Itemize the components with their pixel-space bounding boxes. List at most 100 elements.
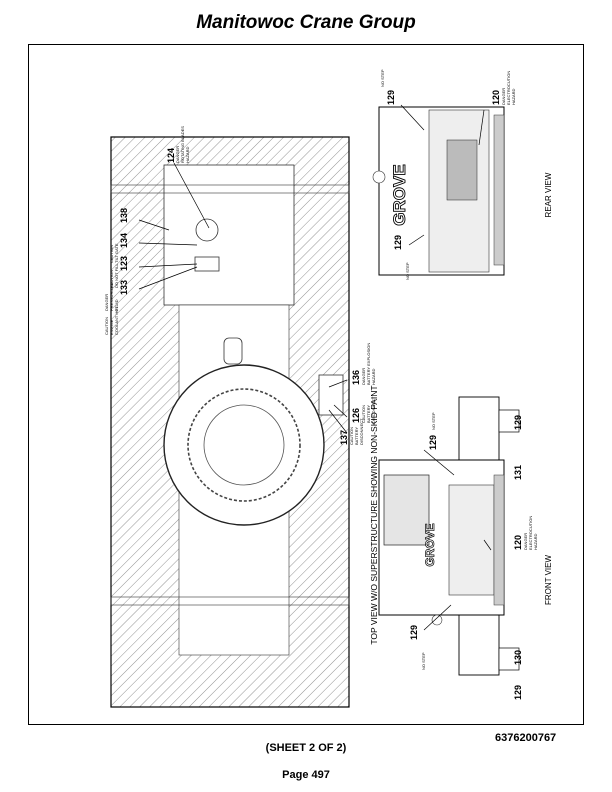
svg-text:ELECTROCUTION: ELECTROCUTION bbox=[528, 516, 533, 550]
svg-text:GROVE: GROVE bbox=[423, 523, 437, 566]
callout-front-120: 120 DANGER ELECTROCUTION HAZARD bbox=[513, 516, 538, 550]
svg-text:FLUID: FLUID bbox=[114, 299, 119, 311]
svg-text:CAUTION: CAUTION bbox=[109, 270, 114, 288]
svg-text:136: 136 bbox=[351, 370, 361, 385]
svg-text:138: 138 bbox=[119, 208, 129, 223]
leader-133 bbox=[138, 266, 198, 290]
filler-cap bbox=[223, 337, 243, 365]
svg-text:DANGER: DANGER bbox=[501, 88, 506, 105]
svg-text:BATTERY EXPLOSION: BATTERY EXPLOSION bbox=[366, 343, 371, 385]
battery-box bbox=[318, 374, 344, 416]
svg-text:129: 129 bbox=[513, 685, 523, 700]
svg-text:PRESSURIZED: PRESSURIZED bbox=[109, 282, 114, 311]
svg-text:ELECTROCUTION: ELECTROCUTION bbox=[506, 71, 511, 105]
rear-view: GROVE 129 NO STEP 120 DANGER ELECTROCUTI… bbox=[372, 69, 553, 280]
front-pad-right bbox=[498, 647, 520, 671]
svg-text:CAUTION: CAUTION bbox=[104, 317, 109, 335]
svg-text:NO STEP: NO STEP bbox=[431, 412, 436, 430]
svg-text:120: 120 bbox=[491, 90, 501, 105]
leader-rear-120 bbox=[478, 109, 485, 146]
svg-text:GROVE: GROVE bbox=[390, 164, 409, 225]
svg-text:126: 126 bbox=[351, 408, 361, 423]
callout-front-129-a: 129 bbox=[513, 415, 523, 430]
page-header: Manitowoc Crane Group bbox=[196, 12, 416, 33]
callout-138: 138 CAUTION TILT GATE bbox=[109, 208, 129, 263]
callout-rear-129-top: 129 NO STEP bbox=[380, 69, 396, 105]
svg-text:123: 123 bbox=[119, 256, 129, 271]
svg-text:NO STEP: NO STEP bbox=[421, 652, 426, 670]
svg-text:HAZARD: HAZARD bbox=[371, 368, 376, 385]
svg-text:DANGER: DANGER bbox=[361, 368, 366, 385]
leader-134 bbox=[138, 242, 198, 246]
svg-text:CAUTION: CAUTION bbox=[349, 427, 354, 445]
rear-grove-logo: GROVE bbox=[390, 164, 410, 226]
svg-text:129: 129 bbox=[428, 435, 438, 450]
tank-component bbox=[195, 218, 219, 242]
svg-text:129: 129 bbox=[513, 415, 523, 430]
leader-123 bbox=[138, 263, 198, 268]
front-grove-logo: GROVE bbox=[423, 523, 438, 567]
callout-123: 123 DANGER PRESSURIZED FLUID bbox=[104, 256, 129, 311]
svg-text:CAUTION: CAUTION bbox=[109, 245, 114, 263]
callout-front-131: 131 bbox=[513, 465, 523, 480]
rear-outrigger-box bbox=[110, 184, 350, 194]
svg-text:DANGER: DANGER bbox=[175, 146, 180, 163]
callout-front-129-c: 129 NO STEP bbox=[409, 625, 426, 670]
svg-text:CAUTION: CAUTION bbox=[361, 405, 366, 423]
reservoir-component bbox=[194, 256, 220, 272]
turntable-hub bbox=[203, 404, 285, 486]
svg-text:DISCONNECT: DISCONNECT bbox=[359, 418, 364, 445]
svg-text:124: 124 bbox=[166, 148, 176, 163]
rear-view-grille bbox=[446, 139, 478, 201]
leader-front-120 bbox=[483, 539, 492, 551]
svg-text:129: 129 bbox=[409, 625, 419, 640]
callout-front-130: 130 bbox=[513, 650, 523, 665]
svg-text:TILT GATE: TILT GATE bbox=[114, 243, 119, 263]
svg-text:129: 129 bbox=[393, 235, 403, 250]
svg-text:DANGER: DANGER bbox=[523, 533, 528, 550]
svg-text:DISCONNECT: DISCONNECT bbox=[371, 396, 376, 423]
top-view: 124 DANGER ROTATING BLADES HAZARD 138 CA… bbox=[104, 126, 379, 708]
svg-text:120: 120 bbox=[513, 535, 523, 550]
callout-126: 126 CAUTION BATTERY DISCONNECT bbox=[351, 396, 376, 423]
svg-text:129: 129 bbox=[386, 90, 396, 105]
front-view: GROVE 129 131 129 NO STEP 120 DANGER ELE… bbox=[378, 396, 553, 700]
svg-text:BATTERY: BATTERY bbox=[354, 427, 359, 445]
callout-124: 124 DANGER ROTATING BLADES HAZARD bbox=[166, 126, 190, 163]
callout-rear-120: 120 DANGER ELECTROCUTION HAZARD bbox=[491, 71, 516, 105]
svg-text:134: 134 bbox=[119, 233, 129, 248]
svg-text:NO STEP: NO STEP bbox=[405, 262, 410, 280]
top-view-caption: TOP VIEW W/O SUPERSTRUCTURE SHOWING NON-… bbox=[369, 385, 379, 644]
leader-124 bbox=[173, 162, 210, 229]
svg-text:ROTATING BLADES: ROTATING BLADES bbox=[180, 126, 185, 163]
leader-138 bbox=[138, 219, 170, 231]
front-view-engine bbox=[448, 484, 495, 596]
svg-text:137: 137 bbox=[339, 430, 349, 445]
front-outrigger-box bbox=[110, 596, 350, 606]
front-view-cab bbox=[383, 474, 430, 546]
svg-text:BATTERY: BATTERY bbox=[366, 405, 371, 423]
page-number: Page 497 bbox=[282, 769, 330, 781]
rear-view-caption: REAR VIEW bbox=[544, 172, 553, 217]
front-pad-left bbox=[498, 409, 520, 433]
callout-134: 134 CAUTION DO NOT FILL bbox=[109, 233, 129, 288]
svg-text:TOP VIEW W/O SUPERSTRUCTURE SH: TOP VIEW W/O SUPERSTRUCTURE SHOWING NON-… bbox=[369, 385, 379, 644]
leader-front-129-top bbox=[423, 449, 455, 476]
rear-view-tire-top bbox=[372, 170, 386, 184]
callout-136: 136 DANGER BATTERY EXPLOSION HAZARD bbox=[351, 343, 376, 385]
svg-text:HAZARD: HAZARD bbox=[511, 88, 516, 105]
callout-rear-129-bottom: 129 NO STEP bbox=[393, 235, 410, 280]
svg-text:REAR VIEW: REAR VIEW bbox=[544, 172, 553, 217]
front-view-tire bbox=[431, 614, 443, 626]
svg-text:HAZARD: HAZARD bbox=[533, 533, 538, 550]
svg-text:133: 133 bbox=[119, 280, 129, 295]
svg-text:NO STEP: NO STEP bbox=[380, 69, 385, 87]
front-view-radiator bbox=[493, 474, 505, 606]
leader-rear-129-top bbox=[400, 104, 425, 131]
svg-text:131: 131 bbox=[513, 465, 523, 480]
callout-front-129-b: 129 NO STEP bbox=[428, 412, 438, 450]
svg-text:FRONT VIEW: FRONT VIEW bbox=[544, 555, 553, 606]
drawing-frame: 124 DANGER ROTATING BLADES HAZARD 138 CA… bbox=[28, 44, 584, 725]
leader-rear-129-bottom bbox=[408, 234, 425, 246]
rear-view-radiator bbox=[493, 114, 505, 266]
